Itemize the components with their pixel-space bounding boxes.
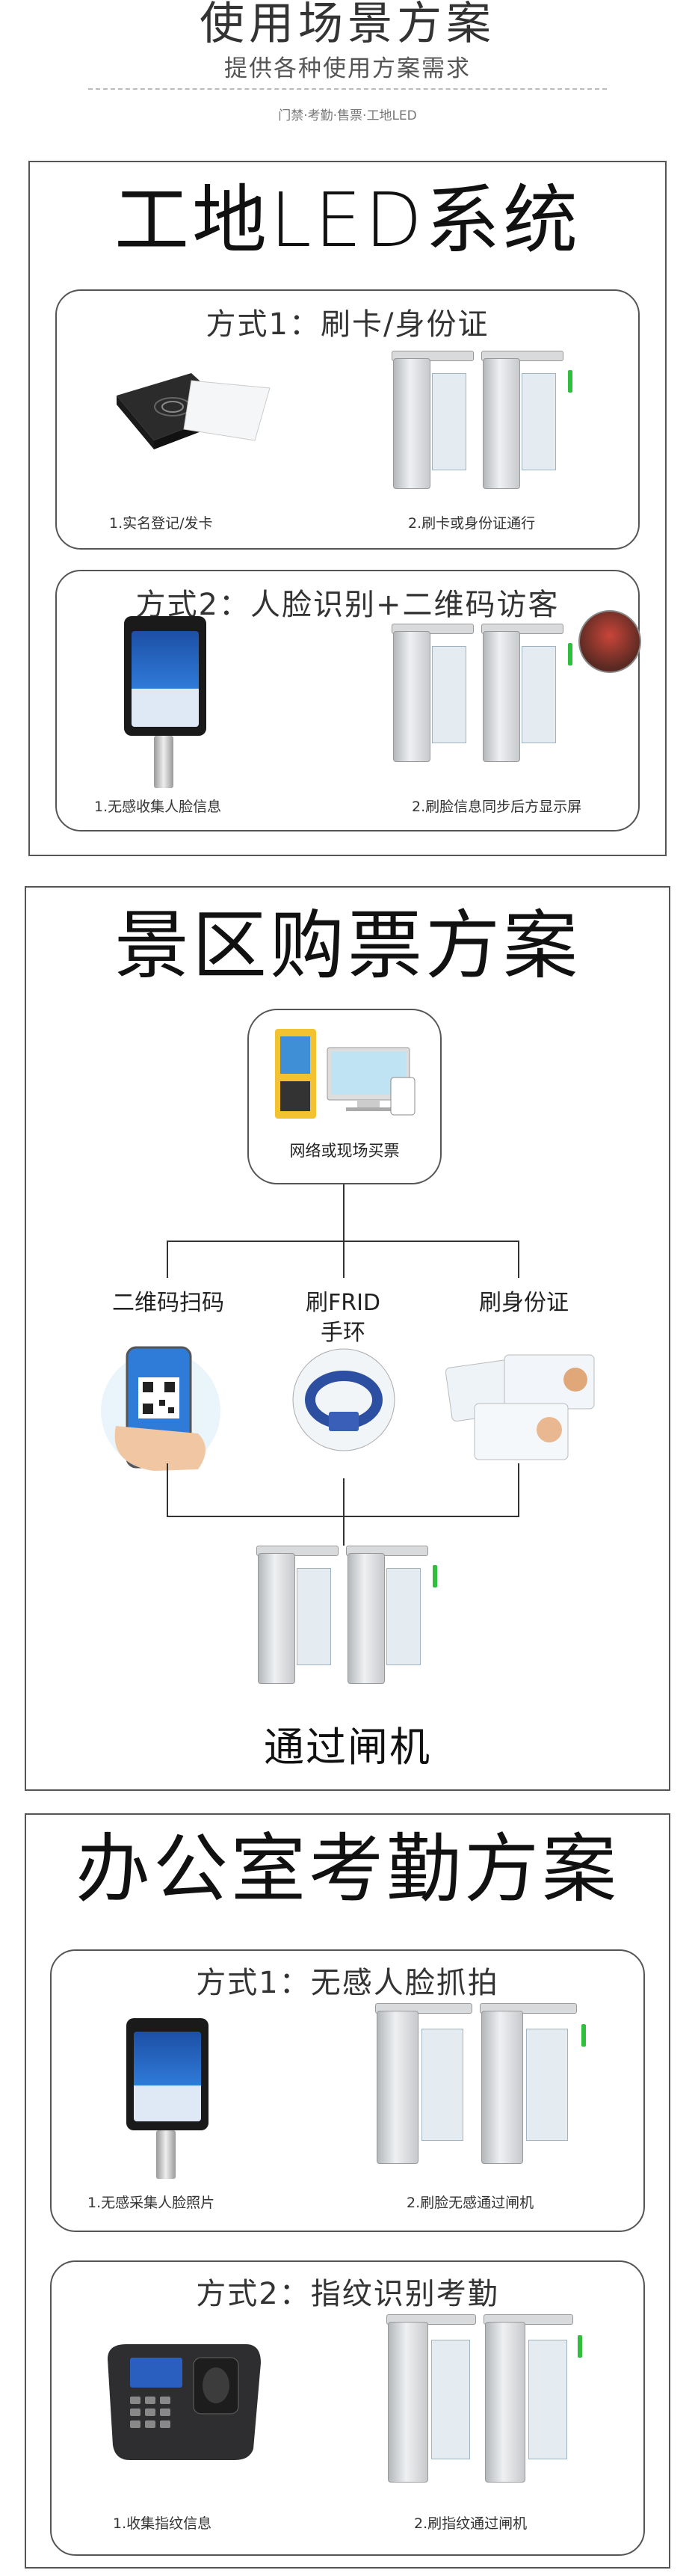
pass-gate-label: 通过闸机 (264, 1724, 431, 1771)
connector-right-up (518, 1463, 519, 1516)
turnstile-gate-image (250, 1546, 445, 1688)
office-mode1-caption-left: 1.无感采集人脸照片 (87, 2195, 215, 2211)
page-title: 使用场景方案 (200, 0, 495, 50)
construction-section: 工地LED系统 方式1：刷卡/身份证 1.实名登记/发卡 2. (28, 161, 667, 856)
purchase-label: 网络或现场买票 (289, 1142, 400, 1160)
office-section: 办公室考勤方案 方式1：无感人脸抓拍 1.无感采集人脸照片 2.刷脸无感通过闸机… (25, 1813, 670, 2569)
option-qr-label: 二维码扫码 (112, 1290, 224, 1316)
qr-phone-image (86, 1336, 235, 1478)
fingerprint-device-image (96, 2337, 268, 2464)
turnstile-gate-image (386, 624, 580, 766)
office-title: 办公室考勤方案 (75, 1825, 620, 1913)
face-terminal-image (124, 616, 214, 788)
display-screen-photo (578, 610, 641, 673)
card-reader-image (102, 351, 281, 463)
option-id-label: 刷身份证 (479, 1290, 569, 1316)
face-terminal-image (126, 2018, 216, 2183)
connector-mid-down (343, 1241, 345, 1278)
construction-mode2-box: 方式2：人脸识别+二维码访客 1.无感收集人脸信息 2.刷脸信息同步后方显示屏 (55, 570, 641, 831)
office-mode1-caption-right: 2.刷脸无感通过闸机 (407, 2195, 534, 2211)
turnstile-gate-image (386, 351, 580, 493)
connector-left-down (167, 1241, 168, 1278)
header-tags: 门禁·考勤·售票·工地LED (278, 108, 417, 123)
turnstile-gate-image (369, 2003, 593, 2168)
office-mode1-title: 方式1：无感人脸抓拍 (196, 1966, 499, 2000)
header-divider (88, 88, 607, 90)
scenic-section: 景区购票方案 网络或现场买票 二维码扫码 刷FRID 手环 刷身份证 (25, 886, 670, 1791)
page-subtitle: 提供各种使用方案需求 (224, 55, 471, 82)
kiosk-and-devices-image (271, 1025, 421, 1130)
connector-vertical-top (343, 1184, 345, 1241)
turnstile-gate-image (380, 2314, 590, 2486)
office-mode2-caption-right: 2.刷指纹通过闸机 (414, 2515, 528, 2532)
scenic-title: 景区购票方案 (114, 902, 581, 989)
purchase-box: 网络或现场买票 (247, 1009, 442, 1184)
connector-mid-bottom (343, 1478, 345, 1546)
construction-mode2-caption-left: 1.无感收集人脸信息 (94, 799, 222, 815)
option-rfid-label-line2: 手环 (321, 1320, 365, 1346)
construction-mode1-caption-right: 2.刷卡或身份证通行 (408, 515, 536, 532)
construction-mode2-title: 方式2：人脸识别+二维码访客 (135, 588, 560, 622)
construction-mode2-caption-right: 2.刷脸信息同步后方显示屏 (412, 799, 582, 815)
option-rfid-label-line1: 刷FRID (305, 1290, 381, 1316)
office-mode2-title: 方式2：指纹识别考勤 (196, 2277, 499, 2311)
office-mode2-caption-left: 1.收集指纹信息 (113, 2515, 212, 2532)
construction-title: 工地LED系统 (114, 176, 581, 264)
construction-mode1-title: 方式1：刷卡/身份证 (206, 307, 489, 342)
connector-left-up (167, 1463, 168, 1516)
office-mode2-box: 方式2：指纹识别考勤 1.收集指纹信息 (50, 2260, 645, 2556)
connector-right-down (518, 1241, 519, 1278)
construction-mode1-box: 方式1：刷卡/身份证 1.实名登记/发卡 2.刷卡或身份证通行 (55, 289, 640, 550)
construction-mode1-caption-left: 1.实名登记/发卡 (109, 515, 213, 532)
id-cards-image (445, 1351, 602, 1463)
office-mode1-box: 方式1：无感人脸抓拍 1.无感采集人脸照片 2.刷脸无感通过闸机 (50, 1949, 645, 2232)
rfid-wristband-image (291, 1347, 396, 1452)
